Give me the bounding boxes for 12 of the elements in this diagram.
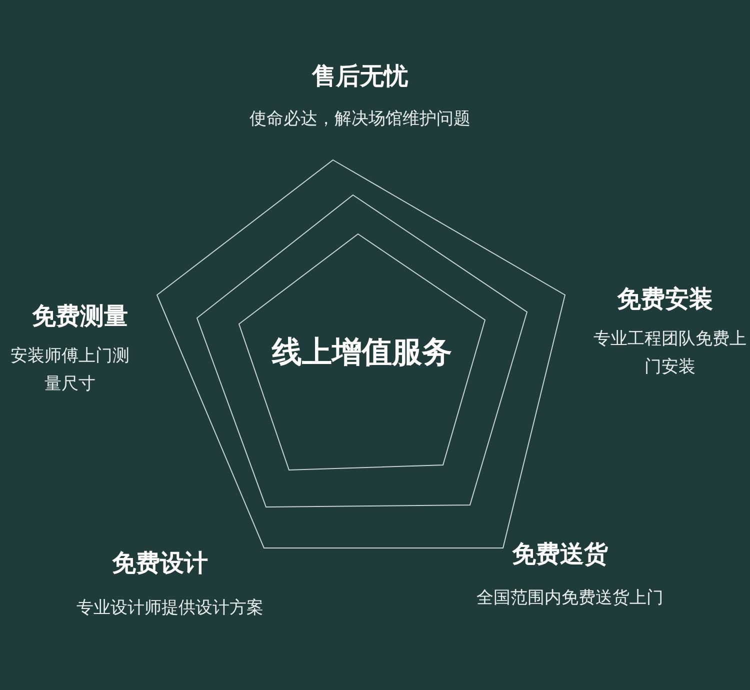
pentagon [237,232,487,472]
service-description: 专业设计师提供设计方案 [76,597,264,620]
service-heading: 免费送货 [511,539,609,570]
center-title: 线上增值服务 [270,334,453,372]
service-description: 全国范围内免费送货上门 [476,587,664,610]
service-heading: 售后无忧 [310,61,410,92]
service-heading: 免费安装 [616,284,714,315]
service-description: 使命必达，解决场馆维护问题 [248,108,472,131]
service-description: 安装师傅上门测量尺寸 [10,345,130,396]
service-heading: 免费设计 [111,548,209,579]
service-heading: 免费测量 [31,301,129,332]
service-description: 专业工程团队免费上门安装 [592,328,748,379]
